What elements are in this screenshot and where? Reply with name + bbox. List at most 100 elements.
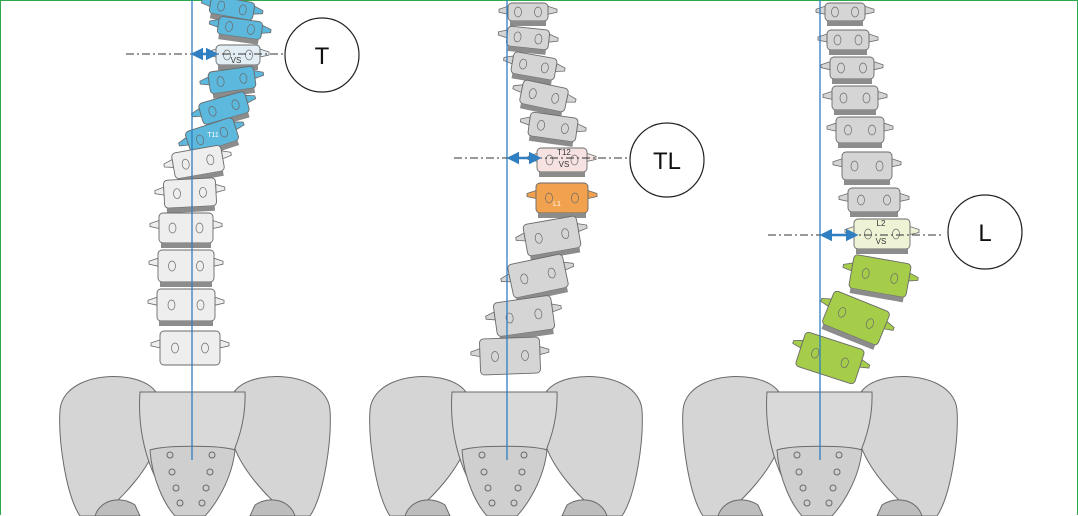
vertebra-label-vs: VS bbox=[876, 237, 887, 246]
curve-type-label: TL bbox=[653, 148, 681, 175]
spine-column bbox=[470, 2, 598, 376]
pedicle bbox=[231, 99, 240, 110]
pedicle bbox=[514, 6, 522, 18]
pedicle bbox=[839, 92, 848, 104]
pedicle bbox=[840, 357, 849, 369]
pedicle bbox=[208, 106, 217, 117]
pedicle bbox=[892, 228, 900, 240]
intervertebral-disc bbox=[850, 212, 898, 217]
pedicle bbox=[206, 154, 215, 166]
curve-type-label: L bbox=[978, 220, 991, 247]
pedicle bbox=[521, 350, 529, 361]
pedicle bbox=[540, 62, 549, 74]
panel-lumbar: L L2 VS bbox=[682, 0, 1023, 516]
intervertebral-disc bbox=[538, 213, 586, 218]
pedicle bbox=[168, 260, 176, 272]
vertebral-body bbox=[479, 336, 541, 376]
pelvis bbox=[59, 376, 331, 516]
pedicle bbox=[861, 268, 870, 279]
pedicle bbox=[491, 351, 499, 362]
hip-socket-left bbox=[717, 499, 764, 516]
pedicle bbox=[519, 58, 528, 70]
intervertebral-disc bbox=[511, 73, 552, 86]
vertebra bbox=[832, 151, 902, 185]
intervertebral-disc bbox=[829, 50, 867, 55]
pedicle bbox=[534, 233, 543, 244]
pedicle bbox=[225, 21, 233, 32]
hip-socket-left bbox=[404, 499, 451, 516]
pedicle bbox=[520, 273, 529, 285]
vertebral-body bbox=[824, 2, 866, 22]
pedicle bbox=[173, 188, 181, 200]
pedicle bbox=[171, 342, 179, 354]
pedicle bbox=[505, 312, 514, 324]
pedicle bbox=[196, 299, 205, 311]
vertebra bbox=[147, 288, 225, 326]
intervertebral-disc bbox=[519, 103, 563, 117]
pedicle bbox=[537, 120, 546, 131]
intervertebral-disc bbox=[218, 34, 259, 45]
vertebra bbox=[470, 336, 550, 376]
vertebra-label-l1: L1 bbox=[553, 201, 561, 208]
vertebra bbox=[208, 16, 272, 45]
vertebra bbox=[526, 182, 598, 218]
intervertebral-disc bbox=[510, 21, 546, 26]
pedicle bbox=[570, 154, 579, 166]
intervertebral-disc bbox=[821, 324, 876, 350]
vertebral-body bbox=[847, 187, 901, 213]
vertebral-body bbox=[519, 79, 569, 113]
vertebra bbox=[497, 25, 559, 55]
intervertebral-disc bbox=[849, 288, 904, 303]
hip-socket-left bbox=[94, 499, 141, 516]
vertebral-body bbox=[156, 288, 216, 322]
pedicle bbox=[857, 194, 865, 206]
hip-socket-right bbox=[876, 499, 923, 516]
pedicle bbox=[844, 124, 852, 136]
pedicle bbox=[865, 318, 875, 329]
curve-type-circle bbox=[629, 122, 705, 198]
pedicle bbox=[545, 192, 553, 204]
pedicle bbox=[534, 308, 543, 320]
vertebra-label-t11: T11 bbox=[207, 132, 219, 139]
pedicle bbox=[854, 34, 863, 46]
vertebra bbox=[815, 2, 875, 26]
pedicle bbox=[238, 4, 247, 16]
hip-socket-right bbox=[249, 499, 296, 516]
pedicle bbox=[196, 260, 204, 272]
vertebra bbox=[822, 85, 888, 115]
vertebra bbox=[820, 56, 884, 84]
pedicle bbox=[219, 126, 228, 138]
intervertebral-disc bbox=[159, 321, 213, 326]
pedicle bbox=[868, 124, 876, 136]
curve-type-label: T bbox=[315, 43, 330, 70]
pedicle bbox=[217, 0, 226, 12]
pedicle bbox=[168, 222, 177, 234]
vertebra bbox=[838, 187, 910, 217]
sacrum-lower bbox=[461, 445, 548, 516]
intervertebral-disc bbox=[161, 243, 211, 248]
pedicle bbox=[833, 34, 842, 46]
vertebra bbox=[512, 79, 577, 117]
vertebra-label-l2: L2 bbox=[877, 219, 886, 228]
vertebral-body bbox=[841, 151, 893, 181]
intervertebral-disc bbox=[832, 79, 872, 84]
vertebra-label-t12: T12 bbox=[557, 148, 571, 157]
intervertebral-disc bbox=[160, 282, 212, 287]
pedicle bbox=[534, 33, 543, 45]
intervertebral-disc bbox=[827, 21, 863, 26]
pedicle bbox=[837, 307, 847, 318]
vertebral-body bbox=[159, 330, 221, 366]
vertebra-label-vs: VS bbox=[231, 56, 242, 65]
vertebra bbox=[817, 29, 879, 55]
vertebral-body bbox=[157, 249, 215, 283]
spine-column bbox=[147, 0, 272, 366]
pelvis bbox=[682, 376, 958, 516]
pedicle bbox=[547, 267, 556, 279]
intervertebral-disc bbox=[539, 172, 585, 177]
panel-thoracolumbar: TL T12 VS L1 bbox=[369, 0, 705, 516]
intervertebral-disc bbox=[166, 205, 215, 214]
intervertebral-disc bbox=[507, 45, 546, 55]
vertebra bbox=[148, 249, 224, 287]
pedicle bbox=[195, 222, 204, 234]
